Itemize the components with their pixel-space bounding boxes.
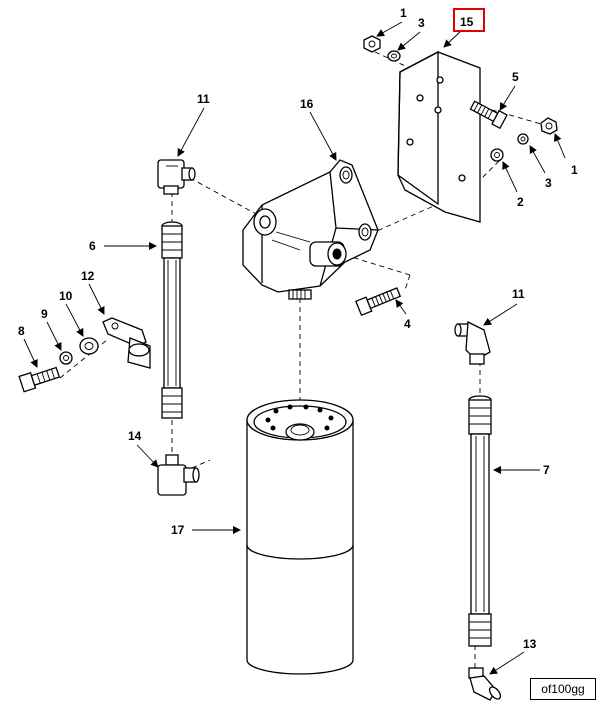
elbow-fitting-part-11-right xyxy=(454,320,491,365)
elbow-fitting-part-14 xyxy=(157,454,200,496)
filter-element-part-17 xyxy=(246,399,354,675)
hose-part-7 xyxy=(468,395,492,647)
callout-9: 9 xyxy=(41,307,48,321)
callout-13: 13 xyxy=(523,637,537,651)
callout-16: 16 xyxy=(300,97,314,111)
callout-12: 12 xyxy=(81,269,95,283)
top-nut-and-washer xyxy=(363,35,401,62)
highlight-box-15 xyxy=(453,8,485,32)
callout-11-left: 11 xyxy=(197,92,210,106)
callout-3-right: 3 xyxy=(545,176,552,190)
callout-11-right: 11 xyxy=(512,287,525,301)
washers-and-bolt-parts-8-9-10 xyxy=(18,337,99,393)
callout-8: 8 xyxy=(18,324,25,338)
elbow-fitting-part-11-left xyxy=(157,159,196,195)
callout-leaders xyxy=(23,21,566,675)
callout-15: 15 xyxy=(460,15,474,29)
callout-labels: 1 3 15 5 1 3 2 16 11 6 12 10 9 8 4 11 14… xyxy=(18,6,578,651)
callout-1-right: 1 xyxy=(571,163,578,177)
callout-2: 2 xyxy=(517,195,524,209)
callout-17: 17 xyxy=(171,523,185,537)
callout-1-top: 1 xyxy=(400,6,407,20)
elbow-fitting-part-13 xyxy=(468,667,502,701)
figure-id-label: of100gg xyxy=(530,678,596,700)
bolt-part-4 xyxy=(355,287,402,317)
callout-5: 5 xyxy=(512,70,519,84)
clamp-part-12 xyxy=(102,317,151,369)
callout-7: 7 xyxy=(543,463,550,477)
callout-4: 4 xyxy=(404,317,411,331)
hose-part-6 xyxy=(161,221,183,419)
right-bolt-washers-nut xyxy=(469,100,558,162)
callout-6: 6 xyxy=(89,239,96,253)
callout-14: 14 xyxy=(128,429,142,443)
filter-head-part-16 xyxy=(242,159,379,300)
callout-10: 10 xyxy=(59,289,73,303)
mounting-bracket-part-15 xyxy=(397,50,481,223)
callout-3-top: 3 xyxy=(418,16,425,30)
